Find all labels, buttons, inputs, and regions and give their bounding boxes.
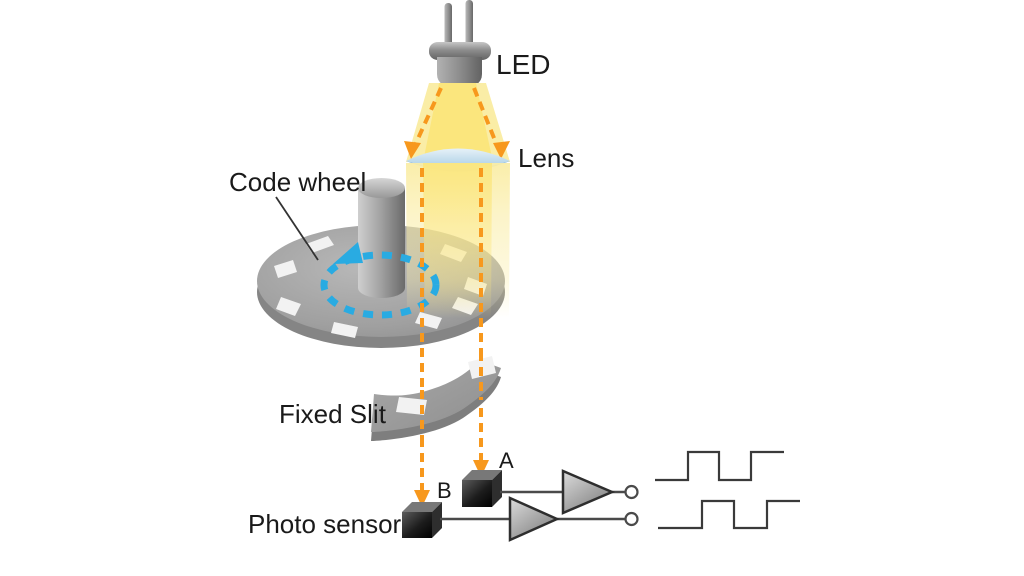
shaft-bottom xyxy=(358,278,405,298)
photo-sensor-label: Photo sensor xyxy=(248,509,402,539)
output-terminal-b-icon xyxy=(624,511,639,527)
sensor-a-side xyxy=(492,470,502,507)
sensor-a-front xyxy=(462,480,492,507)
led-body xyxy=(437,57,482,88)
ray-right-arrowhead-icon xyxy=(493,141,510,159)
sensor-b-side xyxy=(432,502,442,538)
rotation-arrowhead xyxy=(333,242,363,264)
photo-sensor-a-icon xyxy=(462,470,502,507)
shaft xyxy=(358,178,405,298)
fixed-slit xyxy=(371,356,501,441)
lens-label: Lens xyxy=(518,143,575,173)
waveform-b xyxy=(658,499,800,530)
rotation-dashed-ellipse xyxy=(320,251,440,319)
light-ray-vertical xyxy=(420,168,483,490)
photo-sensor-b-icon xyxy=(402,502,442,538)
led-pin-right xyxy=(465,0,473,48)
shaft-body xyxy=(358,188,405,288)
shaft-top-cap xyxy=(358,178,405,198)
led-pin-left xyxy=(444,3,452,48)
light-column-inner xyxy=(423,163,492,318)
channel-a-label: A xyxy=(499,448,514,473)
amplifier-a-icon xyxy=(561,469,616,515)
output-terminal-a-icon xyxy=(624,484,639,500)
sensor-b-front xyxy=(402,512,432,538)
light-cone xyxy=(406,83,510,162)
channel-b-label: B xyxy=(437,478,452,503)
fixed-slit-slot-b xyxy=(396,397,427,415)
led-flange xyxy=(429,42,491,60)
rotation-arrow-icon xyxy=(320,242,440,319)
led-label: LED xyxy=(496,49,551,80)
light-ray-converging xyxy=(414,87,498,144)
code-wheel-leader-line xyxy=(275,196,319,261)
signal-wires xyxy=(440,490,625,521)
fixed-slit-top xyxy=(371,360,501,432)
fixed-slit-label: Fixed Slit xyxy=(279,399,386,429)
sensor-b-top xyxy=(402,502,442,512)
ray-left-arrowhead-icon xyxy=(404,141,421,159)
amplifier-b-icon xyxy=(508,496,561,542)
ray-b-arrowhead-icon xyxy=(414,490,430,507)
light-cone-inner xyxy=(423,83,493,162)
led-icon xyxy=(429,0,491,88)
rays-over-slit xyxy=(420,352,483,440)
ray-left xyxy=(414,87,443,144)
waveform-a xyxy=(655,450,784,482)
ray-a-arrowhead-icon xyxy=(473,460,489,477)
ray-right xyxy=(472,87,498,144)
code-wheel-label: Code wheel xyxy=(229,167,367,197)
sensor-a-top xyxy=(462,470,502,480)
